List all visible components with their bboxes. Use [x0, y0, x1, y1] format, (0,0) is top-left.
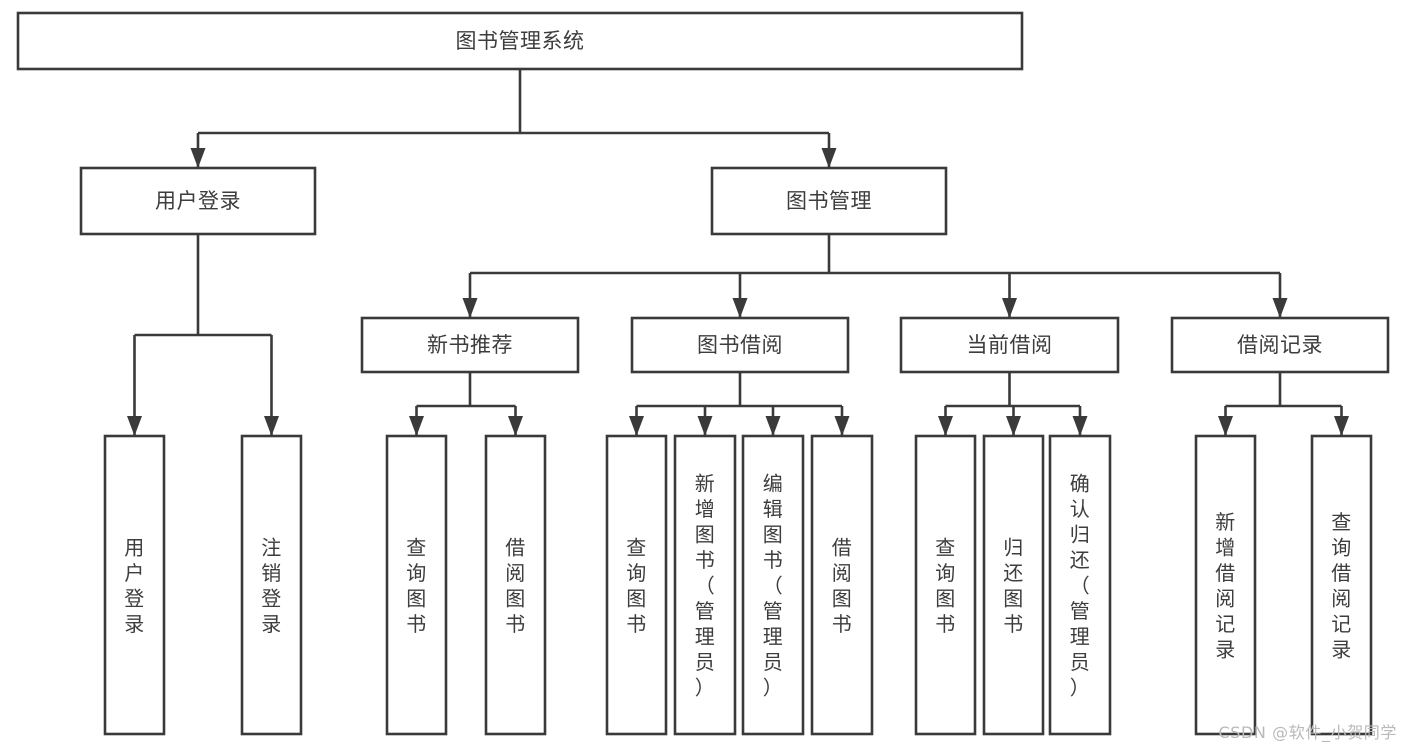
- node-label: 查询图书: [406, 535, 427, 636]
- node-cb-confirm-return[interactable]: 确认归还（管理员）: [1048, 434, 1112, 736]
- node-box: [1310, 434, 1373, 736]
- arrow-head: [409, 416, 424, 436]
- node-user-login[interactable]: 用户登录: [79, 166, 317, 236]
- node-box: [385, 434, 448, 736]
- node-box: [899, 316, 1120, 374]
- arrow-head: [462, 298, 478, 318]
- node-label: 确认归还（管理员）: [1070, 472, 1091, 700]
- node-label: 当前借阅: [967, 333, 1053, 357]
- node-box: [810, 434, 874, 736]
- arrow-head: [1006, 416, 1021, 436]
- node-box: [1194, 434, 1257, 736]
- arrow-head: [1334, 416, 1349, 436]
- node-nbr-query-book[interactable]: 查询图书: [385, 434, 448, 736]
- node-label: 用户登录: [124, 535, 145, 636]
- node-box: [1170, 316, 1390, 374]
- node-book-borrow[interactable]: 图书借阅: [630, 316, 850, 374]
- node-label: 借阅记录: [1237, 333, 1323, 357]
- node-box: [605, 434, 668, 736]
- node-bb-edit-book[interactable]: 编辑图书（管理员）: [741, 434, 805, 736]
- node-box: [360, 316, 580, 374]
- node-label: 查询借阅记录: [1331, 510, 1352, 662]
- node-br-query-record[interactable]: 查询借阅记录: [1310, 434, 1373, 736]
- arrow-head: [127, 416, 142, 436]
- node-label: 归还图书: [1003, 535, 1024, 636]
- node-br-add-record[interactable]: 新增借阅记录: [1194, 434, 1257, 736]
- node-box: [16, 11, 1024, 71]
- node-label: 查询图书: [935, 535, 956, 636]
- arrow-head: [190, 148, 206, 168]
- node-label: 图书管理系统: [456, 29, 585, 53]
- node-label: 借阅图书: [505, 535, 526, 636]
- node-label: 借阅图书: [832, 535, 853, 636]
- csdn-watermark: CSDN @软件_小贺同学: [1218, 723, 1397, 742]
- node-label: 新书推荐: [427, 333, 513, 357]
- node-nbr-borrow-book[interactable]: 借阅图书: [484, 434, 547, 736]
- arrow-head: [508, 416, 523, 436]
- node-box: [673, 434, 737, 736]
- arrow-head: [732, 298, 748, 318]
- arrow-head: [1002, 298, 1017, 318]
- nodes-layer: 图书管理系统用户登录用户登录注销登录图书管理新书推荐查询图书借阅图书图书借阅查询…: [16, 11, 1390, 736]
- node-cb-query-book[interactable]: 查询图书: [914, 434, 977, 736]
- node-label: 新增借阅记录: [1215, 510, 1236, 662]
- node-label: 编辑图书（管理员）: [763, 472, 784, 700]
- node-box: [240, 434, 303, 736]
- connectors-layer: [127, 69, 1349, 436]
- arrow-head: [834, 416, 850, 436]
- arrow-head: [938, 416, 953, 436]
- node-cb-return-book[interactable]: 归还图书: [982, 434, 1045, 736]
- node-label: 查询图书: [626, 535, 647, 636]
- node-box: [630, 316, 850, 374]
- node-bb-query-book[interactable]: 查询图书: [605, 434, 668, 736]
- node-box: [484, 434, 547, 736]
- arrow-head: [765, 416, 781, 436]
- node-label: 用户登录: [155, 189, 241, 213]
- node-label: 图书管理: [786, 189, 872, 213]
- node-root[interactable]: 图书管理系统: [16, 11, 1024, 71]
- node-box: [710, 166, 948, 236]
- node-bb-borrow-book[interactable]: 借阅图书: [810, 434, 874, 736]
- node-box: [103, 434, 166, 736]
- arrow-head: [629, 416, 644, 436]
- arrow-head: [697, 416, 713, 436]
- node-user-login-do[interactable]: 用户登录: [103, 434, 166, 736]
- node-box: [982, 434, 1045, 736]
- arrow-head: [1218, 416, 1233, 436]
- node-box: [741, 434, 805, 736]
- arrow-head: [1072, 416, 1088, 436]
- node-new-book-recommend[interactable]: 新书推荐: [360, 316, 580, 374]
- node-current-borrow[interactable]: 当前借阅: [899, 316, 1120, 374]
- node-box: [79, 166, 317, 236]
- node-box: [1048, 434, 1112, 736]
- node-label: 注销登录: [261, 535, 282, 636]
- node-label: 图书借阅: [697, 333, 783, 357]
- node-book-management[interactable]: 图书管理: [710, 166, 948, 236]
- node-label: 新增图书（管理员）: [695, 472, 716, 700]
- arrow-head: [1272, 298, 1288, 318]
- arrow-head: [264, 416, 279, 436]
- node-user-logout[interactable]: 注销登录: [240, 434, 303, 736]
- node-borrow-record[interactable]: 借阅记录: [1170, 316, 1390, 374]
- arrow-head: [821, 148, 837, 168]
- node-bb-add-book[interactable]: 新增图书（管理员）: [673, 434, 737, 736]
- node-box: [914, 434, 977, 736]
